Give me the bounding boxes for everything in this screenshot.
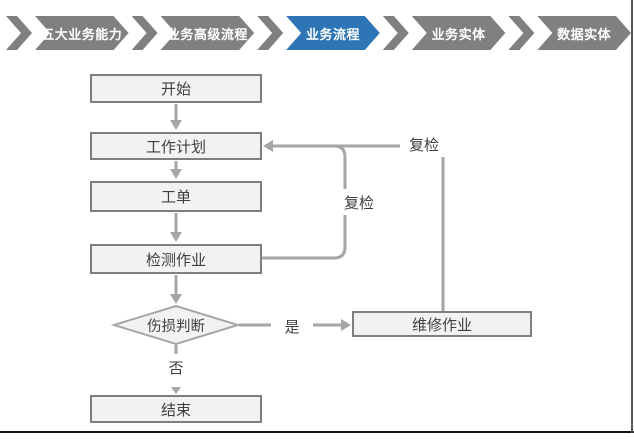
breadcrumb-step-capabilities[interactable]: 五大业务能力: [35, 16, 129, 50]
edge-label-recheck-repair: 复检: [400, 131, 448, 157]
arrowhead-down-end: [171, 387, 181, 394]
decision-diamond-shape: [110, 304, 242, 346]
edge-label-yes: 是: [284, 318, 300, 336]
arrowhead-down-order: [170, 169, 182, 179]
breadcrumb-step-data-entity[interactable]: 数据实体: [537, 16, 631, 50]
node-inspection-job: 检测作业: [90, 244, 262, 274]
breadcrumb: 五大业务能力 业务高级流程 业务流程 业务实体 数据实体: [3, 16, 631, 50]
node-start: 开始: [90, 74, 262, 103]
arrowhead-down-decision: [170, 294, 182, 304]
breadcrumb-step-high-level-process[interactable]: 业务高级流程: [161, 16, 255, 50]
chevron-separator-icon: [6, 16, 32, 50]
arrowhead-right-repair: [341, 319, 351, 331]
chevron-separator-icon: [382, 16, 409, 50]
arrowhead-down-plan: [170, 120, 182, 130]
edge-recheck-inspect-plan: [262, 144, 347, 260]
node-damage-decision: 伤损判断: [147, 318, 205, 335]
chevron-separator-icon: [257, 16, 284, 50]
node-work-order: 工单: [90, 181, 262, 212]
node-repair-job: 维修作业: [352, 311, 532, 337]
breadcrumb-step-business-process[interactable]: 业务流程: [286, 16, 380, 50]
chevron-separator-icon: [508, 16, 535, 50]
arrowhead-left-plan: [263, 140, 273, 152]
edge-label-no: 否: [168, 359, 184, 377]
slide-right-border: [631, 0, 633, 433]
node-end: 结束: [90, 395, 262, 423]
arrowhead-down-inspect: [170, 232, 182, 242]
edge-label-recheck-inspect: 复检: [335, 189, 383, 215]
slide-bottom-border: [0, 431, 634, 433]
edge-recheck-repair-plan: [273, 144, 445, 311]
node-work-plan: 工作计划: [90, 132, 262, 160]
chevron-separator-icon: [131, 16, 158, 50]
breadcrumb-step-business-entity[interactable]: 业务实体: [412, 16, 506, 50]
